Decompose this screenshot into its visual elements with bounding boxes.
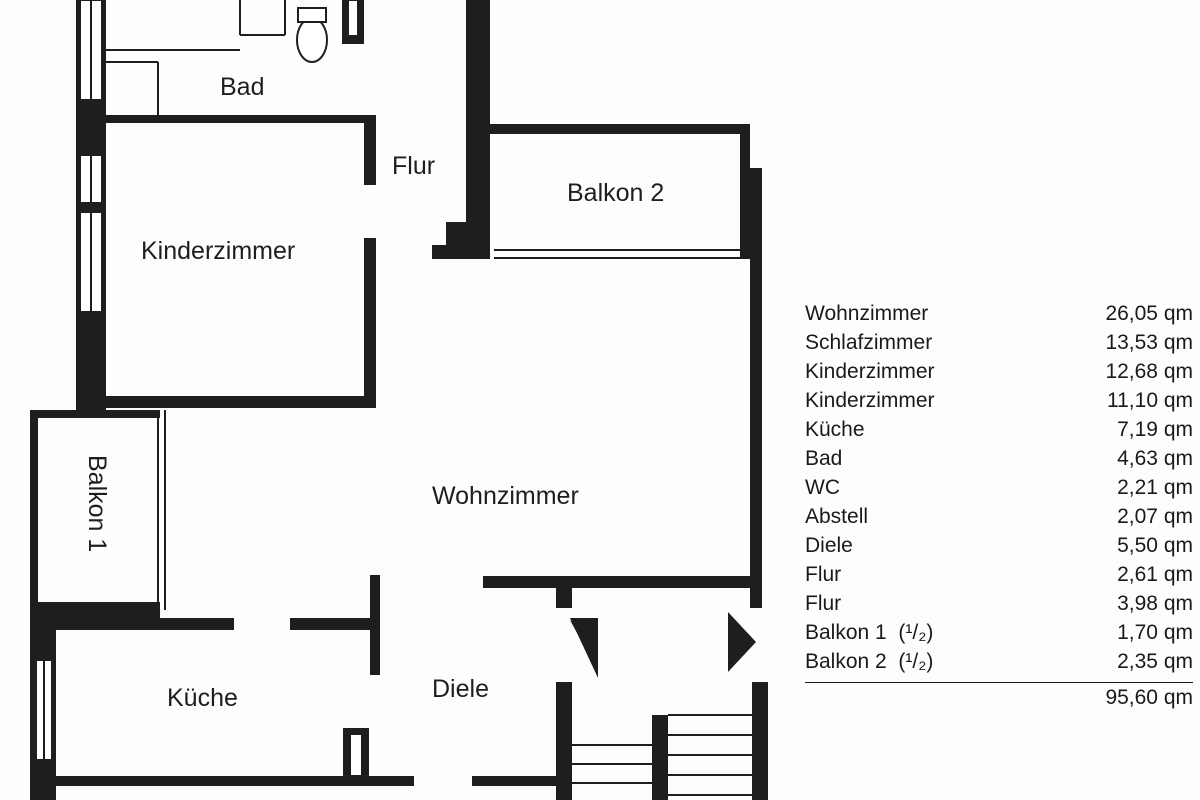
area-room-value: 12,68 qm — [1105, 360, 1193, 383]
area-row: Kinderzimmer 12,68 qm — [805, 357, 1193, 386]
area-row: Diele 5,50 qm — [805, 531, 1193, 560]
bathroom-fixtures — [106, 0, 364, 115]
wall-bad-kinderzimmer — [106, 115, 376, 123]
label-balkon-2: Balkon 2 — [567, 179, 664, 207]
label-bad: Bad — [220, 73, 264, 101]
area-room-value: 7,19 qm — [1117, 418, 1193, 441]
area-row: Balkon 2 (¹/₂) 2,35 qm — [805, 647, 1193, 676]
toilet-icon — [296, 17, 328, 63]
arrow-right-icon — [728, 612, 756, 672]
label-kinderzimmer: Kinderzimmer — [141, 237, 295, 265]
area-row: Kinderzimmer 11,10 qm — [805, 386, 1193, 415]
area-room-value: 2,35 qm — [1117, 650, 1193, 673]
area-room-value: 2,07 qm — [1117, 505, 1193, 528]
area-room-value: 26,05 qm — [1105, 302, 1193, 325]
area-row: Abstell 2,07 qm — [805, 502, 1193, 531]
area-row: WC 2,21 qm — [805, 473, 1193, 502]
area-room-value: 13,53 qm — [1105, 331, 1193, 354]
area-room-value: 2,21 qm — [1117, 476, 1193, 499]
area-row: Bad 4,63 qm — [805, 444, 1193, 473]
label-wohnzimmer: Wohnzimmer — [432, 482, 579, 510]
area-row: Küche 7,19 qm — [805, 415, 1193, 444]
label-flur: Flur — [392, 152, 435, 180]
area-room-name: Diele — [805, 534, 853, 557]
balcony-2 — [490, 124, 750, 259]
area-room-name: Bad — [805, 447, 843, 470]
area-total: 95,60 qm — [1105, 686, 1193, 709]
area-room-name: WC — [805, 476, 840, 499]
area-rows: Wohnzimmer 26,05 qm Schlafzimmer 13,53 qm Ki… — [805, 299, 1193, 676]
label-kueche: Küche — [167, 684, 238, 712]
wall-wohnzimmer-right — [750, 168, 762, 608]
area-row: Flur 2,61 qm — [805, 560, 1193, 589]
area-room-name: Flur — [805, 563, 842, 586]
label-balkon-1: Balkon 1 — [83, 455, 111, 552]
area-room-name: Flur — [805, 592, 842, 615]
area-row: Wohnzimmer 26,05 qm — [805, 299, 1193, 328]
floor-plan: Bad Flur Balkon 2 Kinderzimmer Balkon 1 … — [30, 0, 768, 800]
area-total-row: 95,60 qm — [805, 683, 1193, 712]
area-room-name: Kinderzimmer — [805, 389, 935, 412]
area-room-name: Abstell — [805, 505, 869, 528]
area-room-name: Balkon 2 (¹/₂) — [805, 650, 934, 673]
area-room-name: Schlafzimmer — [805, 331, 933, 354]
area-room-name: Wohnzimmer — [805, 302, 929, 325]
area-room-value: 2,61 qm — [1117, 563, 1193, 586]
area-room-name: Kinderzimmer — [805, 360, 935, 383]
area-table: Wohnzimmer 26,05 qm Schlafzimmer 13,53 qm Ki… — [805, 299, 1193, 712]
area-room-value: 1,70 qm — [1117, 621, 1193, 644]
wall-kinderzimmer-south — [76, 396, 376, 408]
area-row: Balkon 1 (¹/₂) 1,70 qm — [805, 618, 1193, 647]
area-row: Flur 3,98 qm — [805, 589, 1193, 618]
label-diele: Diele — [432, 675, 489, 703]
area-row: Schlafzimmer 13,53 qm — [805, 328, 1193, 357]
area-room-value: 5,50 qm — [1117, 534, 1193, 557]
total-rule — [805, 682, 1193, 683]
central-wall — [466, 0, 490, 258]
area-room-name: Küche — [805, 418, 865, 441]
area-room-name: Balkon 1 (¹/₂) — [805, 621, 934, 644]
staircase — [572, 714, 752, 796]
area-room-value: 4,63 qm — [1117, 447, 1193, 470]
area-room-value: 3,98 qm — [1117, 592, 1193, 615]
area-room-value: 11,10 qm — [1107, 389, 1193, 412]
